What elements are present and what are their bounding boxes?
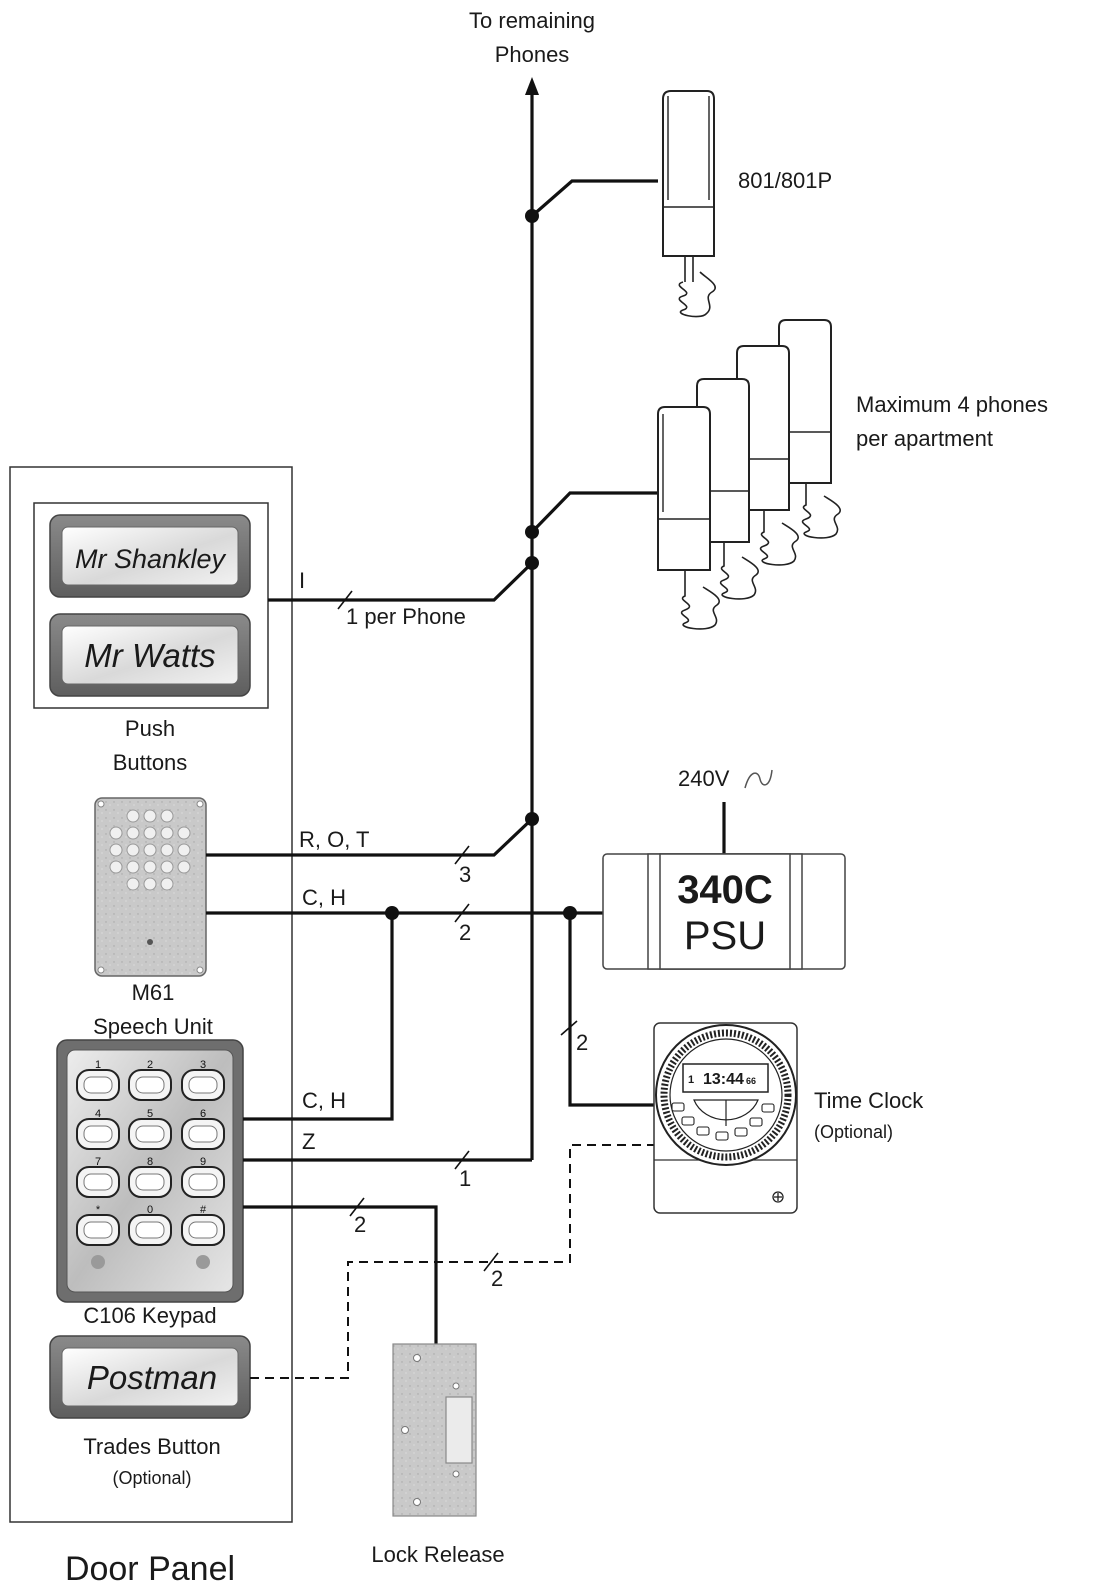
time-clock: 1 13:44 66 [653,1022,798,1214]
psu-label: PSU [684,914,766,958]
wire-z-label: Z [302,1129,315,1154]
trades-button[interactable]: Postman [49,1335,251,1419]
keypad-key[interactable]: 2 [128,1059,172,1101]
push-button-1-name: Mr Shankley [75,544,227,574]
wire-z-count: 1 [459,1166,471,1191]
keypad-key-label: 8 [147,1156,153,1168]
keypad-key-label: 0 [147,1204,153,1216]
push-buttons-caption-line2: Buttons [113,750,188,775]
keypad-key-label: 3 [200,1059,206,1071]
keypad-key-label: 6 [200,1108,206,1120]
keypad-key-label: 4 [95,1108,101,1120]
wire-push-count: 1 per Phone [346,604,466,629]
door-panel [9,466,293,1523]
push-buttons-caption-line1: Push [125,716,175,741]
phone-801-label: 801/801P [738,168,832,193]
door-panel-title: Door Panel [65,1550,235,1587]
keypad-key-label: 5 [147,1108,153,1120]
keypad-key[interactable]: 0 [128,1204,172,1246]
keypad-key[interactable]: 5 [128,1108,172,1150]
wire-push-label: I [299,568,305,593]
keypad-keys: 1 2 3 4 5 6 7 8 9 * 0 # [76,1059,225,1246]
wire-keypad-power-label: C, H [302,1088,346,1113]
phone-group-label-line1: Maximum 4 phones [856,392,1048,417]
push-button-2[interactable]: Mr Watts [49,613,251,697]
wire-keypad-power [243,913,394,1121]
wire-trades [250,1144,654,1379]
lock-release-label: Lock Release [371,1542,504,1567]
trades-button-text: Postman [87,1359,217,1396]
phone-group [525,319,841,630]
keypad-key[interactable]: 7 [76,1156,120,1198]
wire-lock-count: 2 [354,1212,366,1237]
clock-display-secs: 66 [746,1076,756,1086]
speaker-grille-icon [109,809,191,891]
wire-speech [206,812,539,865]
clock-display-day: 1 [688,1074,694,1086]
keypad-key[interactable]: 3 [181,1059,225,1101]
lock-release [392,1343,477,1517]
keypad-key-label: # [200,1204,207,1216]
keypad-key-label: 2 [147,1059,153,1071]
wire-z [243,1150,532,1170]
speech-unit-caption-line1: M61 [132,980,175,1005]
wire-power-label: C, H [302,885,346,910]
psu: 340C PSU [602,802,846,970]
push-button-2-name: Mr Watts [84,637,215,674]
top-label-line2: Phones [495,42,570,67]
screw-icon [772,1191,784,1203]
wire-lock [243,1197,438,1345]
wire-speech-count: 3 [459,862,471,887]
keypad-key[interactable]: 4 [76,1108,120,1150]
clock-display-time: 13:44 [703,1071,744,1088]
wire-push-buttons [268,556,539,610]
phone-group-label-line2: per apartment [856,426,993,451]
up-arrow-icon [525,77,539,95]
keypad-key[interactable]: 1 [76,1059,120,1101]
wire-power [206,903,604,923]
psu-model: 340C [677,868,773,912]
push-button-1[interactable]: Mr Shankley [49,514,251,598]
keypad-key-label: 7 [95,1156,101,1168]
main-bus [525,77,539,1160]
wire-clock [560,913,658,1107]
speech-unit-caption-line2: Speech Unit [93,1014,213,1039]
ac-wave-icon [744,769,773,789]
keypad-key-label: 1 [95,1059,101,1071]
psu-supply-label: 240V [678,766,730,791]
keypad-key[interactable]: 9 [181,1156,225,1198]
trades-caption-line2: (Optional) [112,1468,191,1488]
keypad-key-label: * [96,1204,101,1216]
wire-trades-count: 2 [491,1266,503,1291]
wire-power-count: 2 [459,920,471,945]
trades-caption-line1: Trades Button [83,1434,220,1459]
wire-clock-count: 2 [576,1030,588,1055]
keypad-key[interactable]: 8 [128,1156,172,1198]
speech-unit [94,797,207,977]
time-clock-optional: (Optional) [814,1122,893,1142]
time-clock-label: Time Clock [814,1088,924,1113]
keypad-key[interactable]: # [181,1204,225,1246]
top-label-line1: To remaining [469,8,595,33]
keypad-key[interactable]: * [76,1204,120,1246]
keypad-key[interactable]: 6 [181,1108,225,1150]
phone-801 [525,90,716,318]
keypad-key-label: 9 [200,1156,206,1168]
wire-speech-label: R, O, T [299,827,370,852]
keypad-caption: C106 Keypad [83,1303,216,1328]
